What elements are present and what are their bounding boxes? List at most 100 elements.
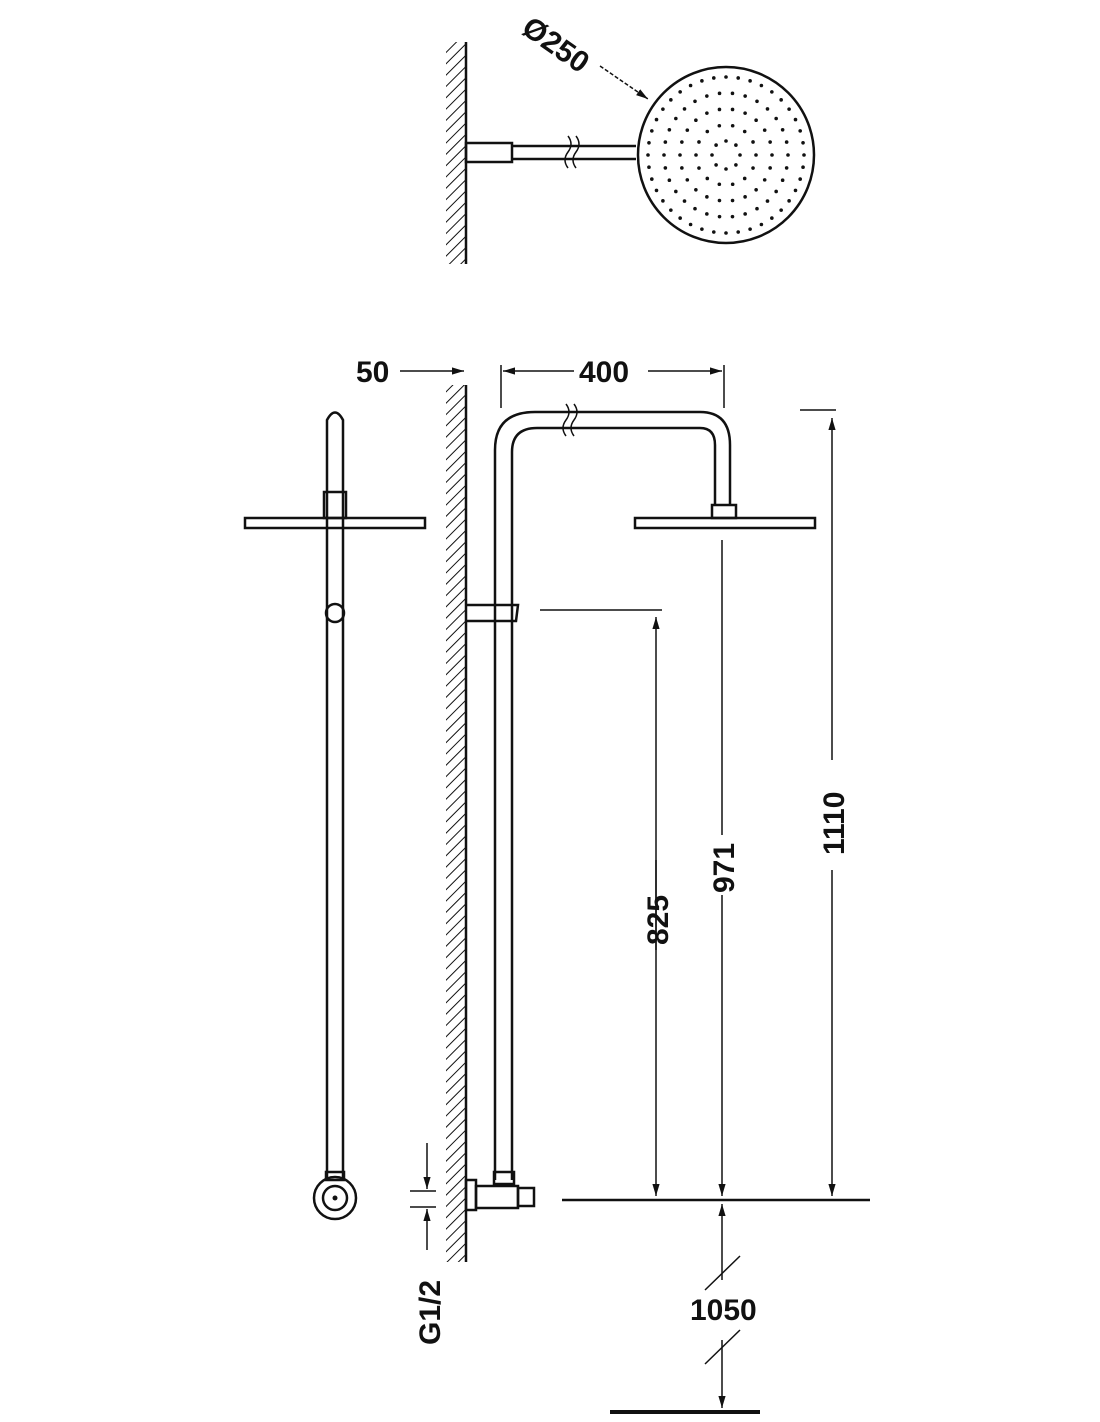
diameter-label: Ø250 bbox=[516, 11, 595, 80]
nozzle-dot bbox=[697, 166, 701, 170]
nozzle-dot bbox=[705, 94, 709, 98]
nozzle-dot bbox=[762, 128, 767, 132]
nozzle-dot bbox=[774, 116, 778, 121]
nozzle-dot bbox=[654, 188, 659, 193]
nozzle-dot bbox=[724, 139, 728, 143]
nozzle-dot bbox=[787, 199, 791, 203]
nozzle-dot bbox=[682, 199, 687, 203]
nozzle-dot bbox=[768, 140, 772, 144]
nozzle-dot bbox=[801, 165, 805, 170]
diameter-arrow bbox=[599, 65, 649, 100]
nozzle-dot bbox=[765, 107, 770, 111]
nozzle-dot bbox=[743, 212, 747, 216]
slider-knob bbox=[324, 602, 346, 624]
nozzle-dot bbox=[705, 129, 710, 134]
nozzle-dot bbox=[669, 208, 673, 212]
nozzle-dot bbox=[662, 153, 666, 157]
slider-height-label: 825 bbox=[642, 895, 675, 945]
nozzle-dot bbox=[730, 182, 735, 187]
nozzle-dot bbox=[669, 98, 673, 102]
nozzle-dot bbox=[759, 222, 764, 227]
nozzle-dot bbox=[779, 208, 783, 212]
nozzle-dot bbox=[705, 212, 709, 216]
nozzle-dot bbox=[711, 230, 716, 234]
nozzle-dot bbox=[654, 117, 659, 122]
nozzle-dot bbox=[754, 153, 758, 157]
nozzle-dot bbox=[793, 117, 798, 122]
nozzle-dot bbox=[693, 206, 697, 211]
nozzle-dot bbox=[765, 199, 770, 203]
nozzle-dot bbox=[685, 178, 690, 182]
nozzle-dot bbox=[694, 118, 698, 123]
nozzle-dot bbox=[717, 198, 722, 203]
nozzle-dot bbox=[678, 153, 682, 157]
nozzle-dot bbox=[647, 165, 651, 170]
nozzle-dot bbox=[736, 76, 741, 80]
nozzle-dot bbox=[705, 195, 709, 199]
nozzle-dot bbox=[680, 140, 684, 144]
nozzle-dot bbox=[787, 107, 791, 111]
nozzle-dot bbox=[730, 107, 735, 112]
nozzle-dot bbox=[661, 199, 665, 203]
nozzle-dot bbox=[801, 140, 805, 145]
nozzle-dot bbox=[714, 143, 718, 147]
nozzle-dot bbox=[784, 166, 789, 170]
nozzle-dot bbox=[770, 216, 774, 220]
nozzle-dot bbox=[798, 177, 802, 181]
nozzle-dot bbox=[730, 123, 735, 128]
nozzle-dot bbox=[755, 206, 759, 211]
nozzle-dot bbox=[743, 94, 747, 98]
wall-offset-label: 50 bbox=[356, 356, 389, 389]
nozzle-dot bbox=[780, 127, 785, 132]
nozzle-dot bbox=[646, 153, 650, 157]
nozzle-dot bbox=[798, 129, 802, 133]
nozzle-dot bbox=[768, 166, 772, 170]
nozzle-dot bbox=[784, 140, 789, 144]
arm-length-label: 400 bbox=[579, 356, 629, 389]
nozzle-dot bbox=[734, 143, 738, 147]
nozzle-dot bbox=[650, 129, 654, 133]
nozzle-dot bbox=[786, 153, 790, 157]
nozzle-dot bbox=[751, 166, 755, 170]
shower-arm-top bbox=[464, 135, 636, 169]
nozzle-dot bbox=[742, 176, 747, 181]
nozzle-dot bbox=[650, 177, 654, 181]
nozzle-dot bbox=[724, 75, 728, 79]
nozzle-dot bbox=[705, 176, 710, 181]
dimensions: 50 400 825 971 1110 1050 G1/2 bbox=[356, 356, 870, 1414]
nozzle-dot bbox=[688, 83, 693, 88]
nozzle-dot bbox=[802, 153, 806, 157]
nozzle-dot bbox=[711, 76, 716, 80]
nozzle-dot bbox=[743, 111, 747, 115]
top-view: Ø250 bbox=[446, 11, 816, 264]
nozzle-dot bbox=[724, 167, 728, 171]
nozzle-dot bbox=[682, 107, 687, 111]
nozzle-dot bbox=[717, 91, 722, 96]
nozzle-dot bbox=[647, 140, 651, 145]
nozzle-dot bbox=[717, 107, 722, 112]
inlet-height-label: 1050 bbox=[690, 1294, 757, 1327]
nozzle-dot bbox=[738, 153, 742, 157]
total-height-label: 1110 bbox=[818, 792, 851, 855]
nozzle-dot bbox=[678, 90, 682, 94]
nozzle-dot bbox=[693, 99, 697, 104]
nozzle-dot bbox=[717, 214, 722, 219]
nozzle-dot bbox=[774, 189, 778, 194]
nozzle-dot bbox=[730, 214, 735, 219]
wall-valve bbox=[464, 1170, 536, 1212]
nozzle-dot bbox=[736, 230, 741, 234]
nozzle-dot bbox=[754, 187, 758, 192]
nozzle-dot bbox=[705, 111, 709, 115]
nozzle-dot bbox=[779, 98, 783, 102]
nozzle-dot bbox=[743, 195, 747, 199]
nozzle-dot bbox=[770, 90, 774, 94]
connection-label: G1/2 bbox=[414, 1280, 447, 1345]
nozzle-dot bbox=[770, 153, 774, 157]
nozzle-dot bbox=[759, 83, 764, 88]
nozzle-dot bbox=[700, 227, 704, 231]
nozzle-dot bbox=[667, 178, 672, 183]
nozzle-dot bbox=[700, 79, 704, 83]
nozzle-dot bbox=[714, 163, 718, 167]
nozzle-dot bbox=[694, 153, 698, 157]
